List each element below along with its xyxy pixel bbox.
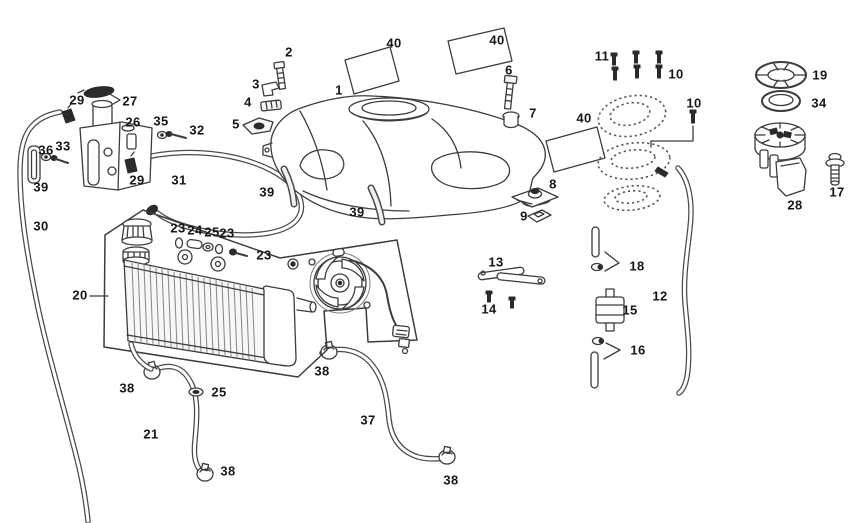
radiator-cap-drawing (121, 218, 153, 266)
mount-15 (595, 288, 625, 332)
part-3-bracket (261, 81, 280, 97)
part-5-hook (242, 117, 274, 135)
hose-clamp-38 (438, 445, 456, 465)
expansion-tank-drawing (27, 86, 187, 191)
fuel-pump-drawing (754, 61, 845, 197)
tank-gasket-drawing (597, 94, 671, 212)
bracket-13-drawing (477, 266, 546, 285)
hose-30-drawing (17, 109, 91, 523)
grommet-25 (188, 387, 204, 397)
screws-14 (485, 290, 516, 309)
clip-9-drawing (527, 209, 552, 223)
nut-7-drawing (502, 111, 520, 129)
hose-21-drawing (147, 363, 207, 477)
bracket-8-drawing (511, 187, 559, 208)
tank-fasteners-drawing (273, 60, 287, 90)
strap-39 (280, 165, 386, 226)
hose-37-drawing (319, 346, 450, 462)
screw-10-single (650, 109, 697, 148)
hose-clamp-38 (320, 340, 338, 360)
radiator-small-parts (174, 237, 248, 257)
part-4-pad (260, 99, 282, 112)
radiator-core-drawing (123, 249, 317, 372)
tube-clip-16 (590, 336, 621, 389)
hose-12-drawing (675, 165, 694, 396)
sticker-40 (344, 27, 606, 173)
bolt-6-drawing (503, 74, 518, 110)
radiator-enclosure-outline (103, 209, 418, 378)
hose-clamp-38 (196, 462, 214, 482)
cooling-fan-drawing (287, 247, 410, 355)
tube-clip-18 (590, 226, 620, 272)
screw-set-11-10 (610, 50, 663, 81)
